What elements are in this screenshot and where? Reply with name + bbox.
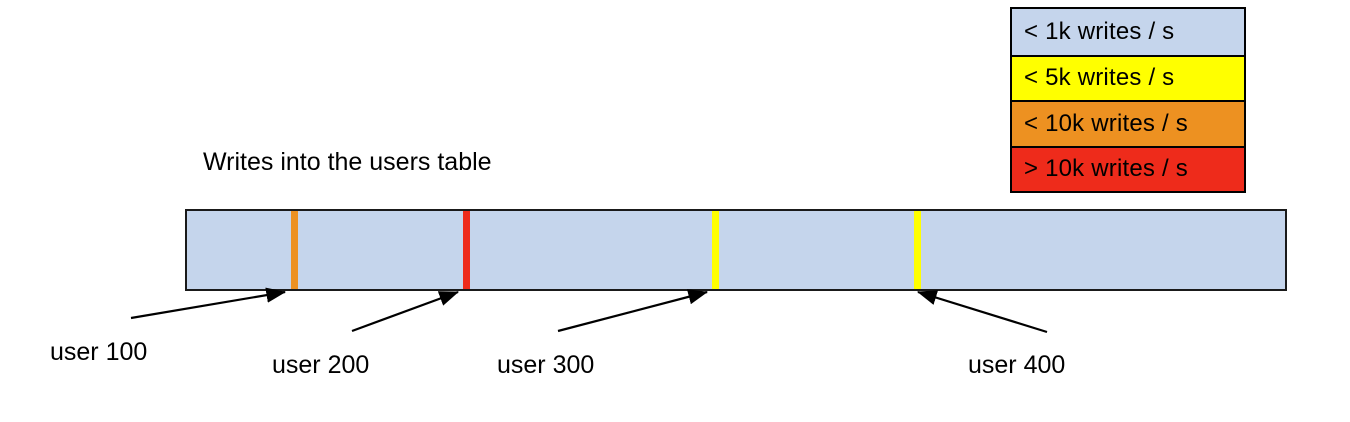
legend-row-lt-5k: < 5k writes / s (1012, 54, 1244, 100)
callout-arrow-user-100 (130, 287, 287, 320)
user-200-stripe (463, 211, 470, 289)
legend-label: < 1k writes / s (1024, 17, 1175, 45)
callout-label-user-200: user 200 (272, 351, 370, 379)
legend-row-lt-10k: < 10k writes / s (1012, 100, 1244, 146)
user-100-stripe (291, 211, 298, 289)
user-400-stripe (914, 211, 921, 289)
legend-label: < 5k writes / s (1024, 64, 1175, 92)
callout-arrow-user-300 (557, 289, 709, 333)
chart-title: Writes into the users table (203, 148, 492, 176)
legend-label: < 10k writes / s (1024, 109, 1188, 137)
callout-label-user-100: user 100 (50, 338, 148, 366)
legend-row-lt-1k: < 1k writes / s (1012, 9, 1244, 55)
legend-label: > 10k writes / s (1024, 155, 1188, 183)
callout-label-user-400: user 400 (968, 351, 1066, 379)
legend-row-gt-10k: > 10k writes / s (1012, 145, 1244, 191)
callout-arrow-user-400 (916, 290, 1048, 334)
callout-label-user-300: user 300 (497, 351, 595, 379)
write-rate-legend: < 1k writes / s < 5k writes / s < 10k wr… (1010, 7, 1246, 193)
callout-arrow-user-200 (351, 290, 460, 333)
user-300-stripe (712, 211, 719, 289)
users-table-bar (185, 209, 1287, 291)
